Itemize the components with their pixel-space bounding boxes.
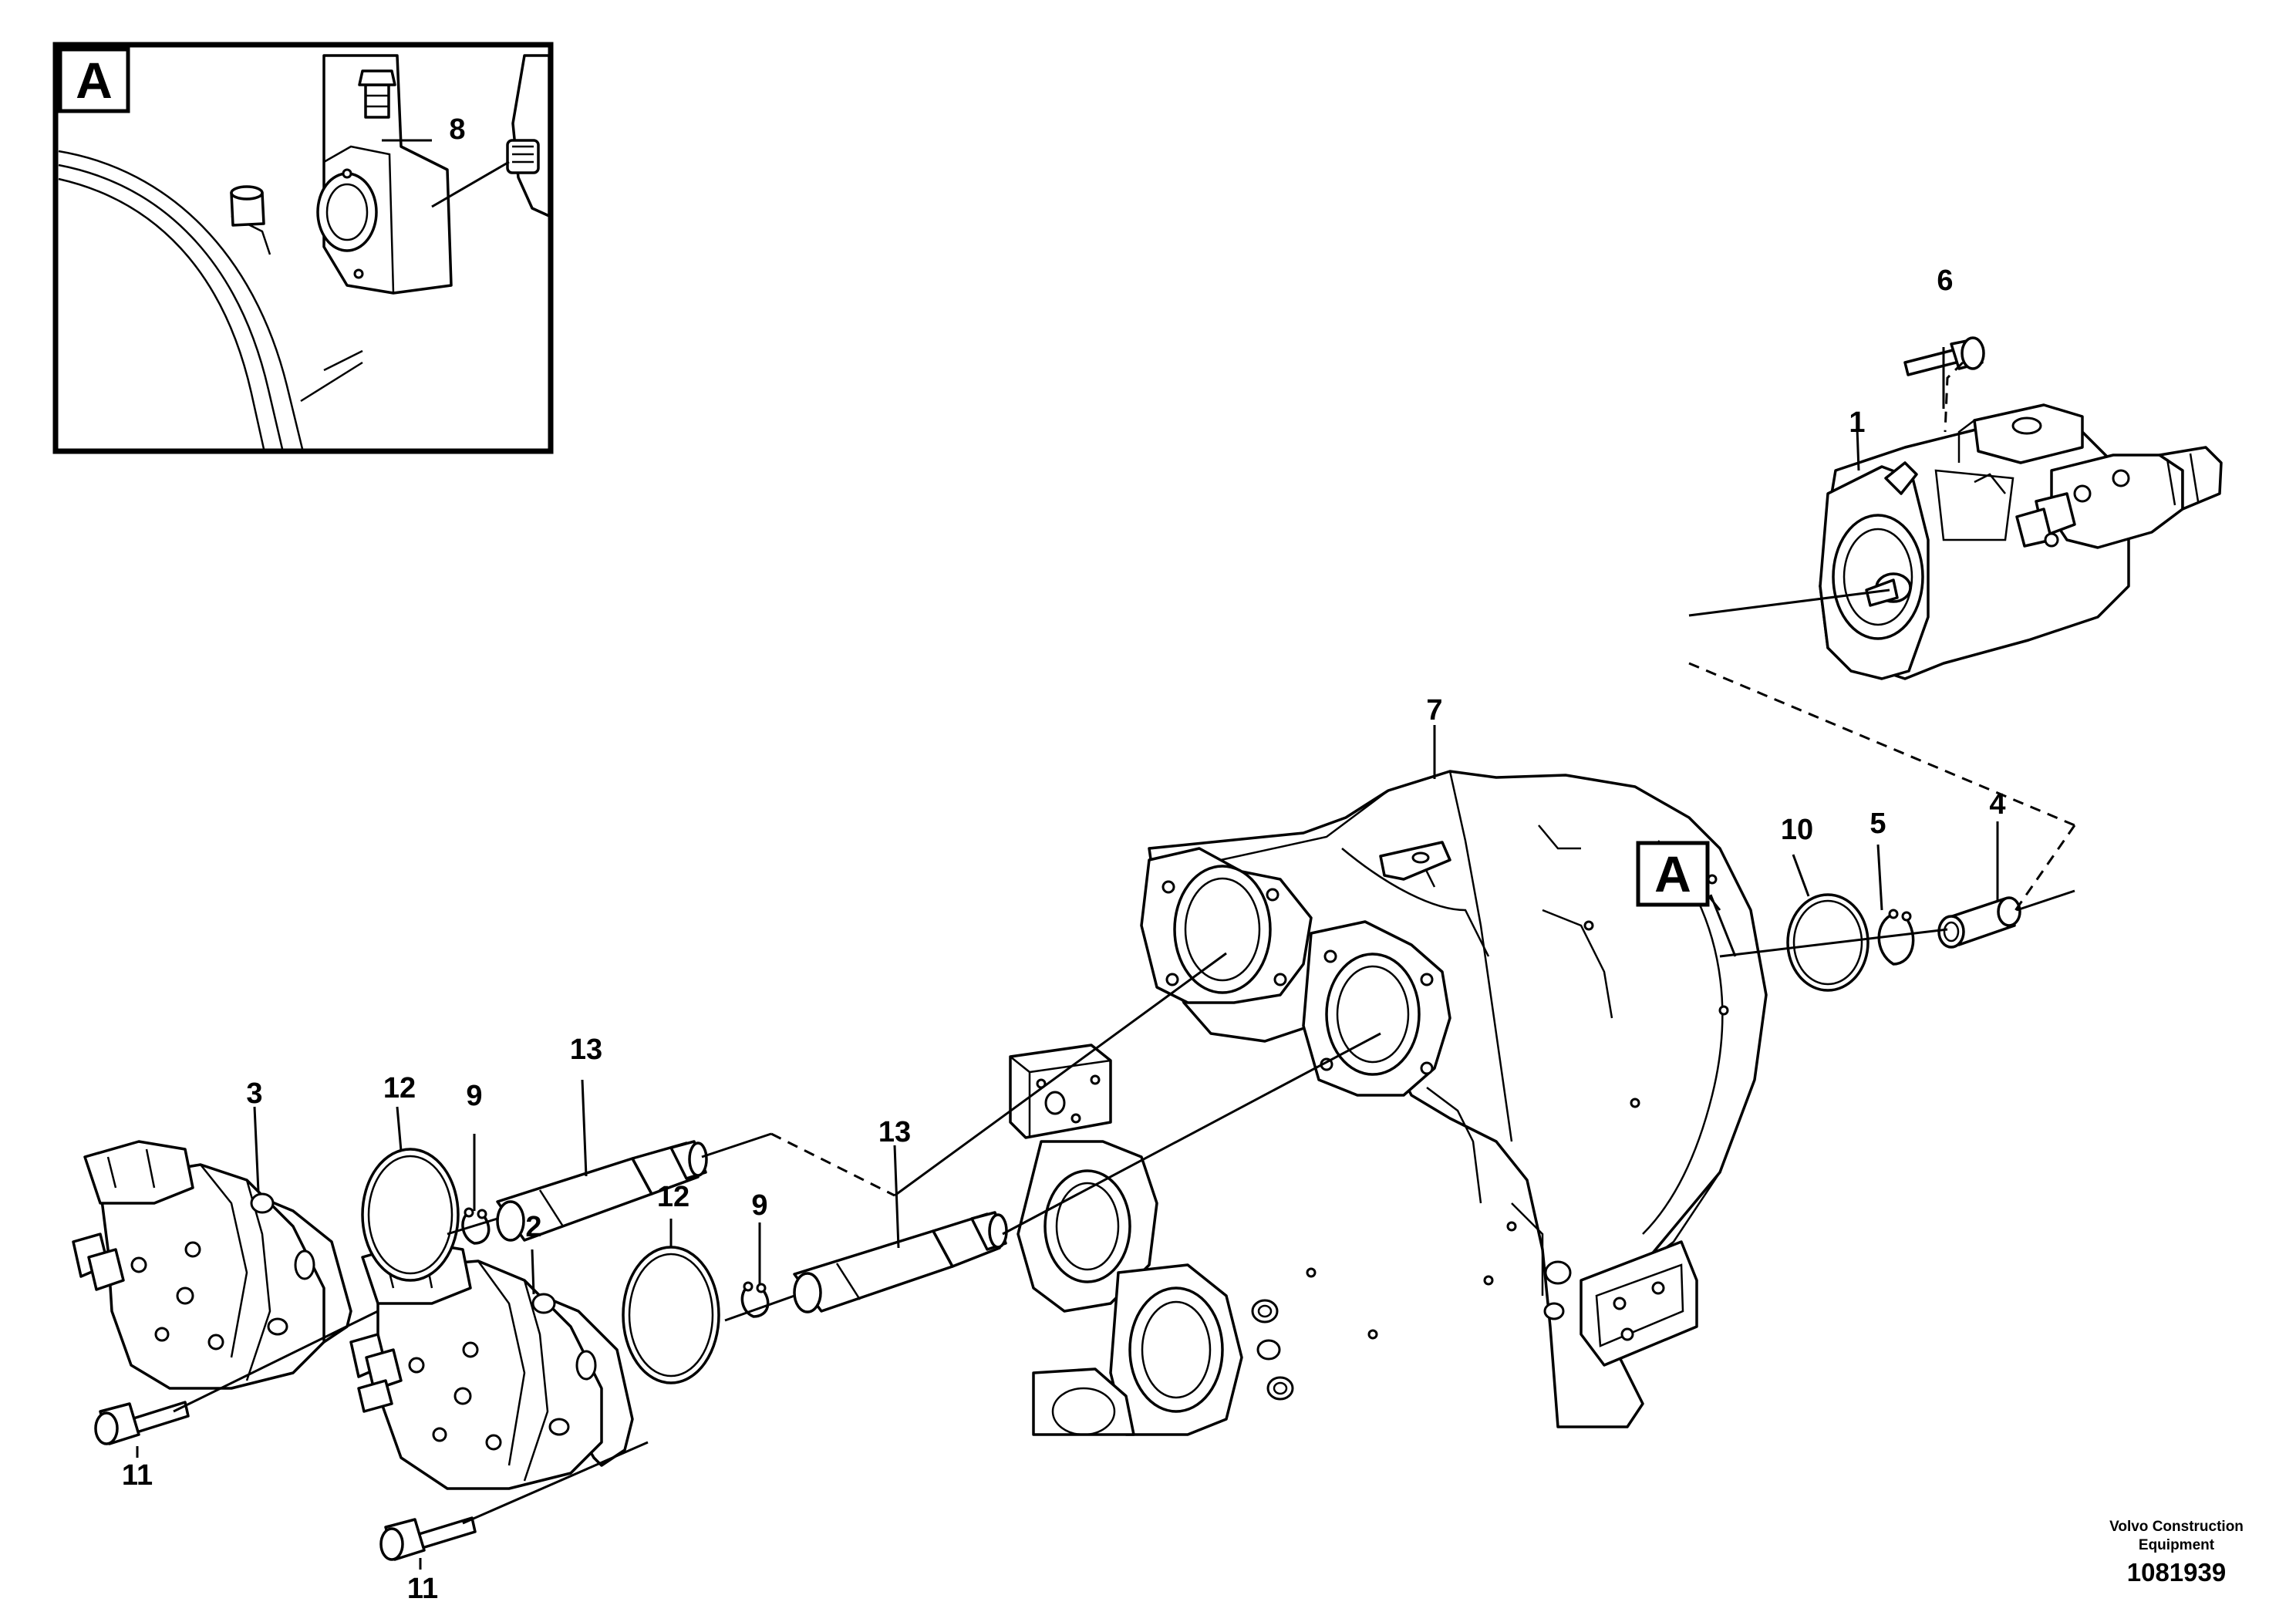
o-ring-12-upper [361, 1148, 460, 1282]
detail-right-housing [506, 54, 551, 218]
callout-6: 6 [1937, 265, 1953, 297]
company-line-1: Volvo Construction [2109, 1519, 2244, 1535]
footer: Volvo Construction Equipment 1081939 [2109, 1519, 2244, 1587]
drive-shaft-13-upper [496, 1140, 708, 1242]
callout-11-left: 11 [122, 1459, 153, 1492]
callout-8: 8 [449, 113, 465, 146]
circlip-5 [1877, 909, 1915, 966]
callout-9-upper: 9 [466, 1080, 482, 1112]
circlip-9-upper [461, 1211, 491, 1245]
motor-3-valve-block [83, 1140, 194, 1205]
detail-label: A [76, 52, 113, 109]
callout-3: 3 [246, 1077, 262, 1110]
callouts: 8 6 1 7 10 5 4 13 12 9 3 13 12 9 2 11 11 [122, 113, 2006, 1605]
callout-10: 10 [1781, 814, 1813, 846]
housing-lower-bores [1017, 1140, 1243, 1436]
callout-12-upper: 12 [383, 1072, 416, 1104]
drive-shaft-13-lower [793, 1211, 1008, 1313]
callout-5: 5 [1870, 808, 1886, 840]
detail-bracket-housing [316, 54, 453, 295]
o-ring-12-lower [622, 1246, 720, 1384]
hydraulic-pump-1 [1819, 403, 2223, 680]
housing-mount-plate-lower [1302, 920, 1451, 1097]
callout-4: 4 [1989, 788, 2005, 821]
bolt-6 [1903, 336, 1985, 376]
callout-2: 2 [525, 1211, 541, 1243]
detail-frame [52, 42, 554, 454]
detail-view-a: A [52, 42, 554, 454]
detail-side-bolt [230, 185, 265, 227]
detail-bolt-8 [358, 69, 396, 119]
bolt-11-right [379, 1516, 477, 1561]
callout-12-lower: 12 [657, 1181, 689, 1213]
company-line-2: Equipment [2139, 1537, 2215, 1553]
detail-flywheel [58, 150, 363, 450]
callout-7: 7 [1426, 694, 1442, 727]
detail-label-box [58, 47, 130, 113]
callout-1: 1 [1849, 406, 1865, 439]
callout-11-right: 11 [407, 1573, 438, 1605]
detail-axis-line [431, 160, 510, 208]
reference-marker-a: A [1636, 841, 1721, 911]
callout-9-lower: 9 [751, 1189, 767, 1222]
drawing-number: 1081939 [2127, 1558, 2226, 1587]
assembly-line-bolt-6 [1944, 361, 1964, 433]
hydraulic-motor-3 [72, 1140, 352, 1390]
housing-port-block [1009, 1044, 1112, 1139]
callout-13-upper: 13 [570, 1034, 602, 1066]
leader-lines [136, 347, 1999, 1570]
housing-mount-plate-upper [1140, 847, 1313, 1004]
coupling-sleeve-4 [1937, 896, 2021, 949]
pump-1-regulator [2050, 454, 2184, 549]
reference-marker-label: A [1654, 845, 1691, 902]
callout-13-lower: 13 [878, 1116, 911, 1148]
housing-side-cover [1580, 1240, 1698, 1367]
circlip-9-lower [740, 1285, 770, 1318]
hydraulic-motor-2 [349, 1240, 634, 1490]
bolt-11-left [94, 1401, 190, 1445]
